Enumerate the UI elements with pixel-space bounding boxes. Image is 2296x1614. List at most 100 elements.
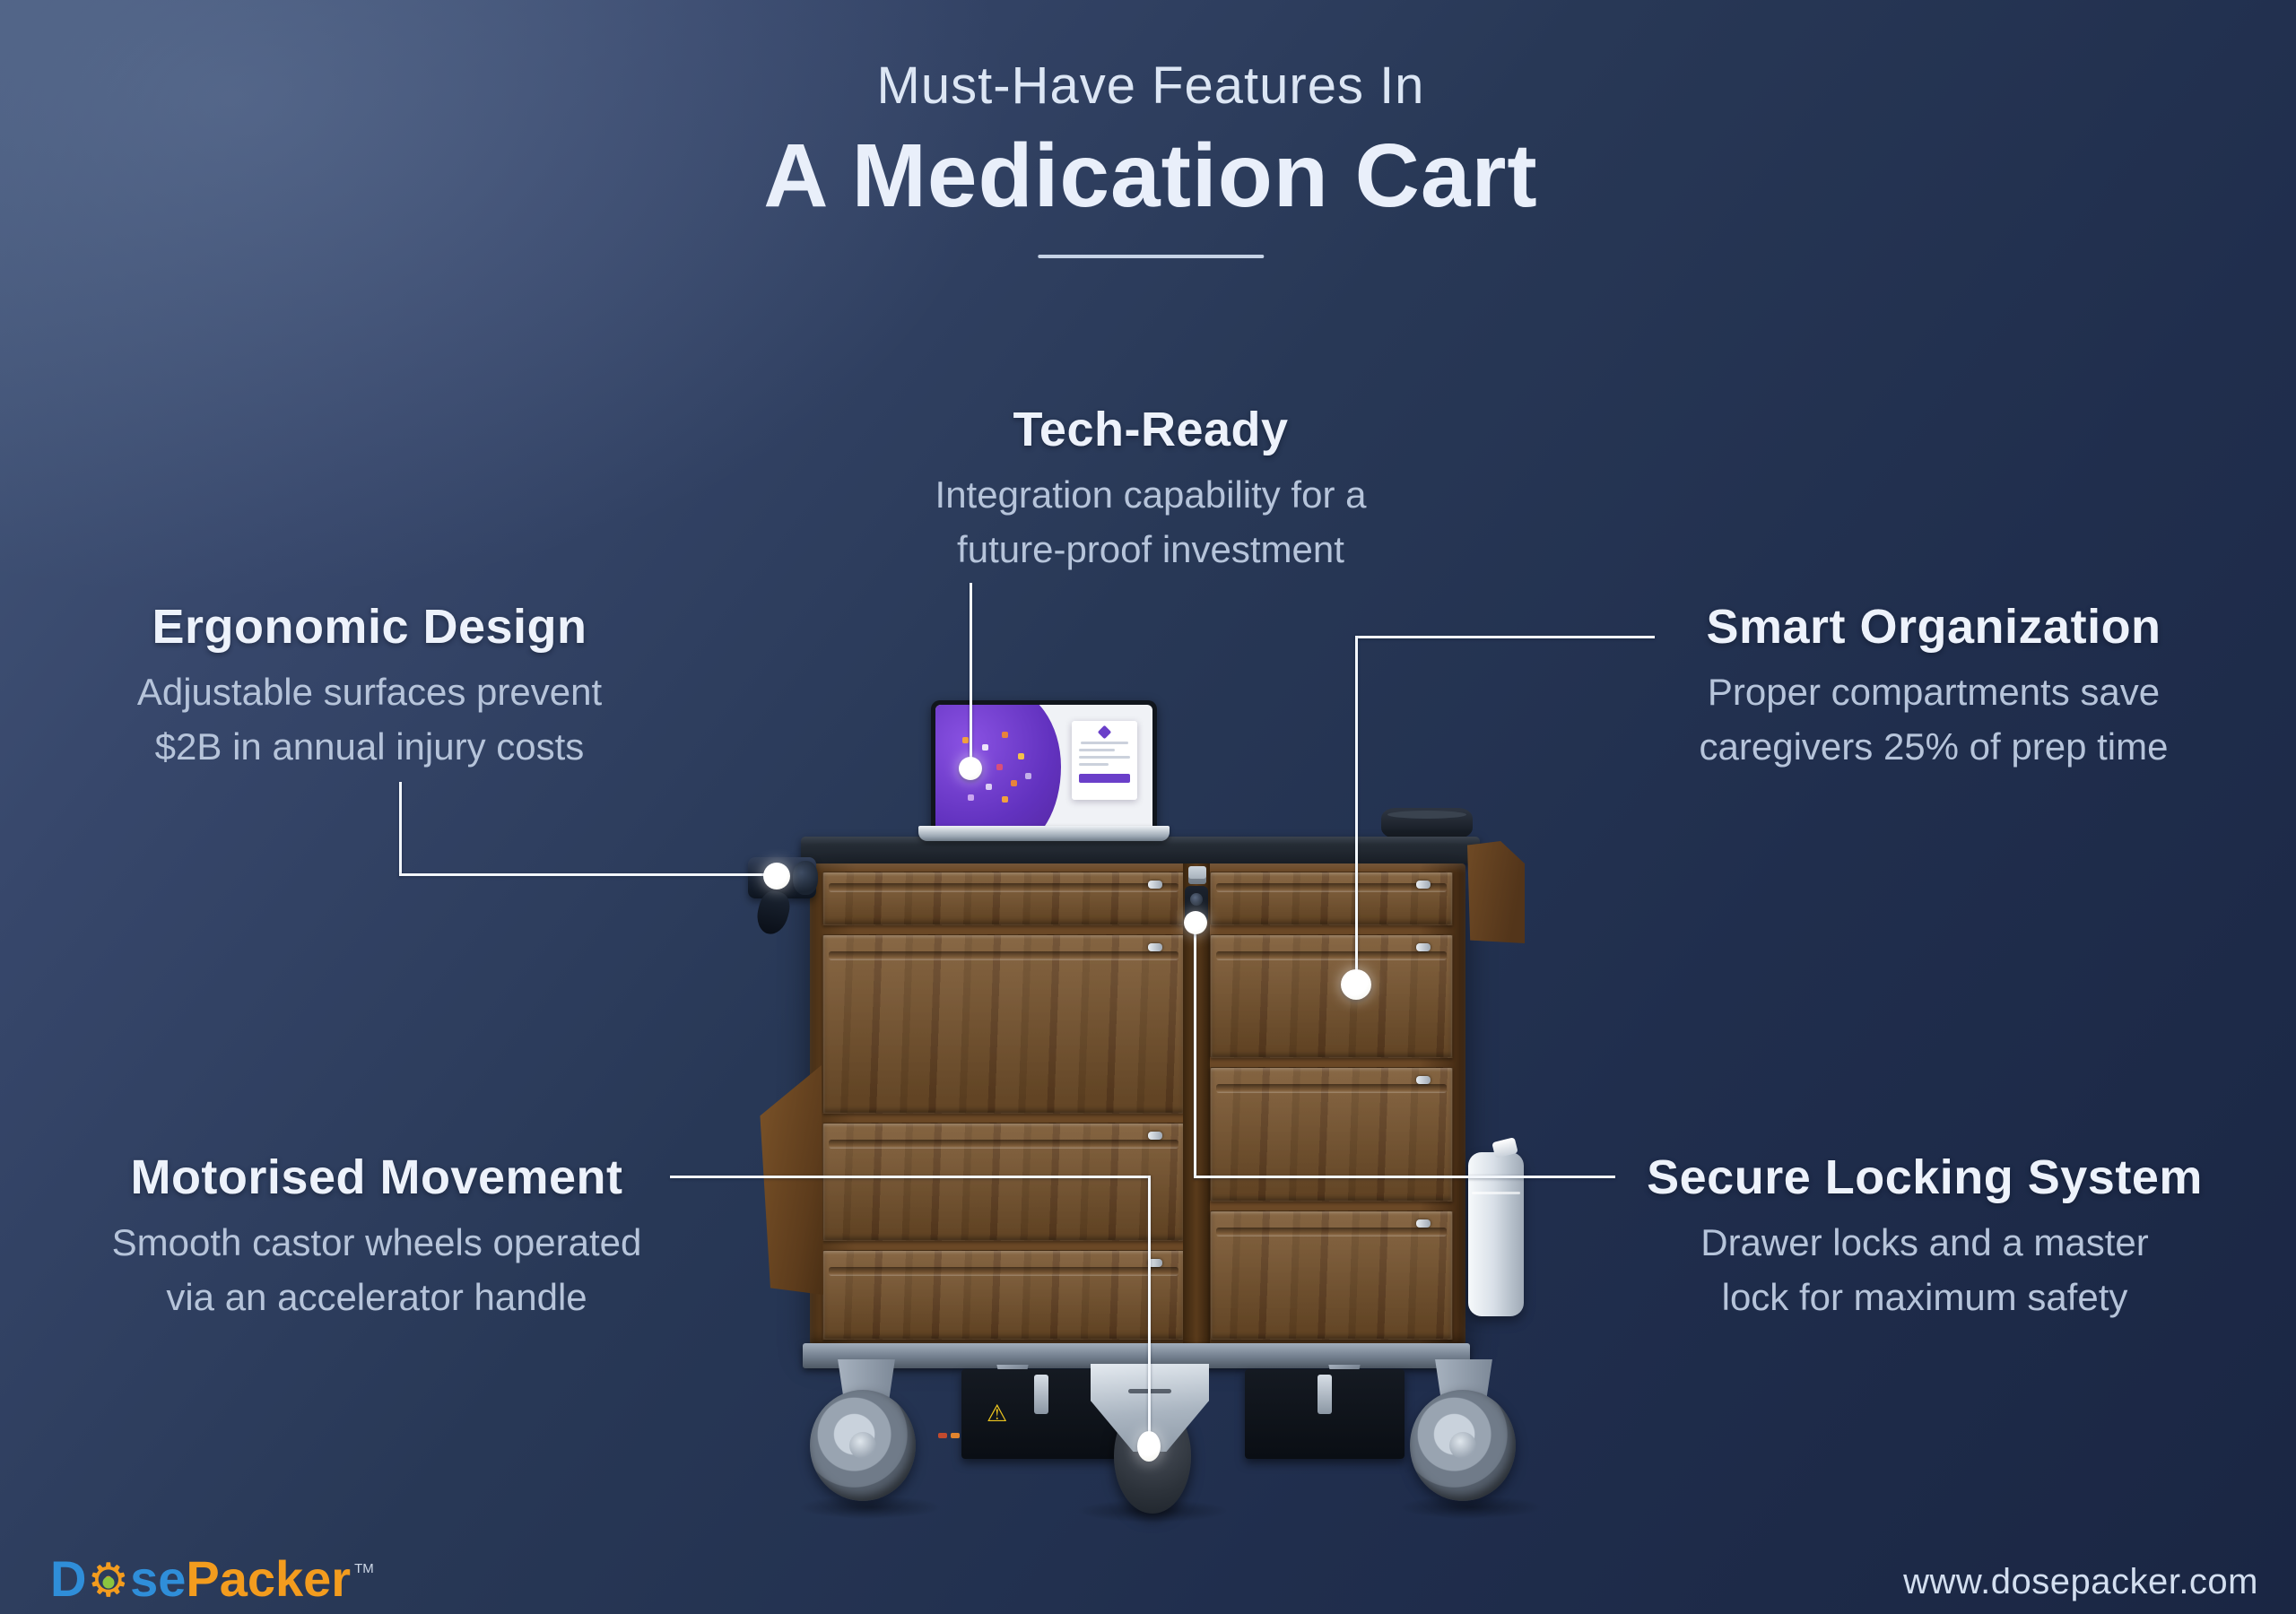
feature-description: Proper compartments save caregivers 25% … — [1700, 665, 2169, 775]
sharps-container-lid — [1492, 1137, 1518, 1158]
cart-top-surface — [801, 837, 1480, 863]
feature-tech-ready: Tech-Ready Integration capability for a … — [935, 402, 1367, 577]
feature-description: Integration capability for a future-proo… — [935, 468, 1367, 577]
description-line: via an accelerator handle — [166, 1275, 587, 1318]
drawer-groove — [829, 1267, 1178, 1276]
cart-top-canister — [1381, 808, 1473, 838]
wheel-hub — [849, 1432, 876, 1459]
laptop-base — [918, 826, 1170, 841]
drawer-groove — [1216, 1084, 1447, 1093]
laptop-illustration-dots — [962, 737, 969, 743]
laptop-screen-graphic — [935, 705, 1062, 829]
trademark-symbol: TM — [354, 1561, 374, 1576]
feature-title: Secure Locking System — [1647, 1150, 2203, 1204]
logo-text-packer: Packer — [186, 1550, 352, 1607]
website-url: www.dosepacker.com — [1903, 1562, 2258, 1601]
feature-motorised-movement: Motorised Movement Smooth castor wheels … — [112, 1150, 642, 1325]
drawer-keyhole — [1148, 881, 1162, 889]
drawer-keyhole — [1416, 1076, 1431, 1084]
description-line: Smooth castor wheels operated — [111, 1221, 642, 1263]
connector-line-smart-h — [1355, 636, 1655, 638]
feature-description: Smooth castor wheels operated via an acc… — [112, 1216, 642, 1325]
feature-description: Adjustable surfaces prevent $2B in annua… — [137, 665, 602, 775]
feature-title: Smart Organization — [1706, 600, 2161, 654]
connector-line-secure-h — [1194, 1176, 1615, 1178]
battery-box-right — [1245, 1369, 1405, 1459]
drawer-keyhole — [1148, 1259, 1162, 1267]
caster-wheel-right — [1410, 1390, 1516, 1501]
connector-line-smart-v — [1355, 636, 1358, 978]
drawer-left-3 — [822, 1123, 1185, 1241]
drawer-right-2 — [1210, 934, 1453, 1058]
logo-text-d: D — [50, 1550, 87, 1607]
side-shelf-flap — [760, 1065, 823, 1295]
drawer-keyhole — [1416, 881, 1431, 889]
description-line: caregivers 25% of prep time — [1699, 725, 2169, 768]
connector-dot-motorised — [1137, 1431, 1161, 1462]
feature-smart-organization: Smart Organization Proper compartments s… — [1700, 599, 2169, 775]
login-form-line — [1081, 741, 1129, 744]
laptop-app-logo-icon — [1097, 725, 1112, 740]
title-underline — [1037, 255, 1264, 258]
description-line: $2B in annual injury costs — [154, 725, 585, 768]
page-title: Must-Have Features In A Medication Cart — [763, 56, 1537, 258]
connector-line-secure-v — [1194, 929, 1196, 1178]
battery-box-latch — [1318, 1375, 1332, 1414]
connector-line-motorised-h — [670, 1176, 1151, 1178]
dosepacker-logo: D ⚙ se Packer TM — [50, 1549, 374, 1608]
login-form-line — [1079, 748, 1116, 751]
lock-icon — [102, 1576, 115, 1589]
description-line: lock for maximum safety — [1721, 1275, 2128, 1318]
drawer-groove — [829, 1140, 1178, 1149]
connector-dot-ergonomic — [763, 863, 790, 889]
connector-dot-tech-ready — [959, 757, 982, 780]
drawer-groove — [1216, 883, 1447, 892]
drawer-keyhole — [1148, 943, 1162, 951]
feature-description: Drawer locks and a master lock for maxim… — [1647, 1216, 2203, 1325]
description-line: Integration capability for a — [935, 473, 1367, 516]
drawer-right-1 — [1210, 872, 1453, 925]
drawer-groove — [1216, 951, 1447, 960]
feature-ergonomic-design: Ergonomic Design Adjustable surfaces pre… — [137, 599, 602, 775]
canister-lid — [1387, 811, 1466, 819]
login-button-shape — [1079, 773, 1131, 783]
sharps-container — [1468, 1137, 1524, 1316]
master-lock-cylinder — [1190, 893, 1203, 906]
description-line: Adjustable surfaces prevent — [136, 671, 603, 713]
side-storage-bin — [1467, 841, 1525, 943]
description-line: future-proof investment — [957, 527, 1344, 570]
handle-knob — [793, 861, 818, 895]
drawer-left-1 — [822, 872, 1185, 925]
wiring-connector — [938, 1433, 947, 1438]
logo-text-se: se — [130, 1550, 187, 1607]
connector-dot-secure — [1184, 911, 1207, 934]
title-line2: A Medication Cart — [763, 126, 1538, 226]
battery-box-latch — [1034, 1375, 1048, 1414]
cart-center-divider — [1183, 863, 1210, 1345]
feature-title: Ergonomic Design — [152, 600, 587, 654]
drawer-left-2 — [822, 934, 1185, 1114]
connector-line-tech-ready — [970, 583, 972, 762]
drawer-groove — [829, 883, 1178, 892]
login-form-line — [1079, 755, 1131, 759]
drawer-keyhole — [1148, 1132, 1162, 1140]
drawer-keyhole — [1416, 943, 1431, 951]
description-line: Drawer locks and a master — [1700, 1221, 2149, 1263]
description-line: Proper compartments save — [1707, 671, 2161, 713]
drawer-right-3 — [1210, 1067, 1453, 1202]
laptop-login-panel — [1072, 720, 1138, 801]
laptop — [931, 700, 1157, 831]
drawer-keyhole — [1416, 1219, 1431, 1228]
connector-line-motorised-v — [1148, 1176, 1151, 1437]
drawer-groove — [1216, 1228, 1447, 1237]
lock-keypad — [1188, 866, 1206, 884]
sharps-container-seam — [1472, 1192, 1520, 1194]
wheel-hub — [1449, 1432, 1476, 1459]
feature-title: Tech-Ready — [1013, 403, 1289, 456]
connector-line-ergonomic-h — [399, 873, 771, 876]
feature-title: Motorised Movement — [130, 1150, 623, 1204]
title-line1: Must-Have Features In — [876, 56, 1425, 115]
warning-icon: ⚠ — [987, 1400, 1008, 1427]
gear-icon: ⚙ — [87, 1558, 129, 1604]
